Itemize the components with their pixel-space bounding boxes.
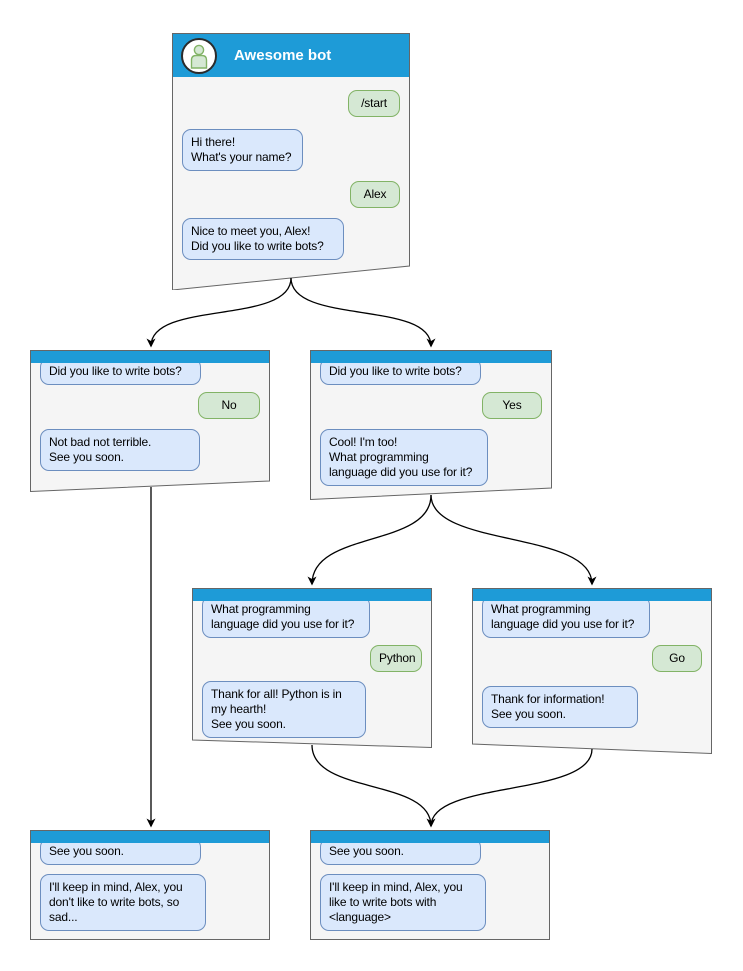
user-message-bubble: Alex (350, 181, 400, 208)
bot-message-bubble: What programming language did you use fo… (482, 596, 650, 638)
chat-window-python: What programming language did you use fo… (192, 588, 432, 748)
window-titlebar (193, 589, 431, 601)
avatar (181, 37, 217, 74)
bot-message-bubble: Nice to meet you, Alex! Did you like to … (182, 218, 344, 260)
user-message-bubble: No (198, 392, 260, 419)
window-titlebar (31, 831, 269, 843)
user-message-bubble: Go (652, 645, 702, 672)
edge-yes-to-go (430, 494, 597, 586)
bot-message-bubble: Thank for all! Python is in my hearth! S… (202, 681, 366, 738)
bot-message-bubble: Not bad not terrible. See you soon. (40, 429, 200, 471)
edge-go-to-end (430, 748, 593, 827)
bot-message-bubble: Hi there! What's your name? (182, 129, 303, 171)
user-message-bubble: Yes (482, 392, 542, 419)
chat-window-end-no: See you soon. I'll keep in mind, Alex, y… (30, 830, 270, 940)
window-titlebar: Awesome bot (173, 34, 409, 77)
bot-message-bubble: I'll keep in mind, Alex, you don't like … (40, 874, 206, 931)
bot-message-bubble: I'll keep in mind, Alex, you like to wri… (320, 874, 486, 931)
window-titlebar (473, 589, 711, 601)
chat-window-end-yes: See you soon. I'll keep in mind, Alex, y… (310, 830, 550, 940)
user-message-bubble: Python (370, 645, 422, 672)
bot-message-bubble: What programming language did you use fo… (202, 596, 370, 638)
chat-window-start: Awesome bot /start Hi there! What's your… (172, 33, 410, 290)
chat-window-go: What programming language did you use fo… (472, 588, 712, 754)
bot-message-bubble: Cool! I'm too! What programming language… (320, 429, 488, 486)
chat-window-no: Did you like to write bots? No Not bad n… (30, 350, 270, 492)
window-title: Awesome bot (234, 47, 332, 64)
window-titlebar (31, 351, 269, 363)
edge-yes-to-python (307, 494, 432, 586)
person-icon (190, 44, 208, 69)
window-titlebar (311, 351, 551, 363)
user-message-bubble: /start (348, 90, 400, 117)
chat-window-yes: Did you like to write bots? Yes Cool! I'… (310, 350, 552, 500)
window-titlebar (311, 831, 549, 843)
bot-message-bubble: Thank for information! See you soon. (482, 686, 638, 728)
edge-python-to-end (311, 744, 436, 828)
